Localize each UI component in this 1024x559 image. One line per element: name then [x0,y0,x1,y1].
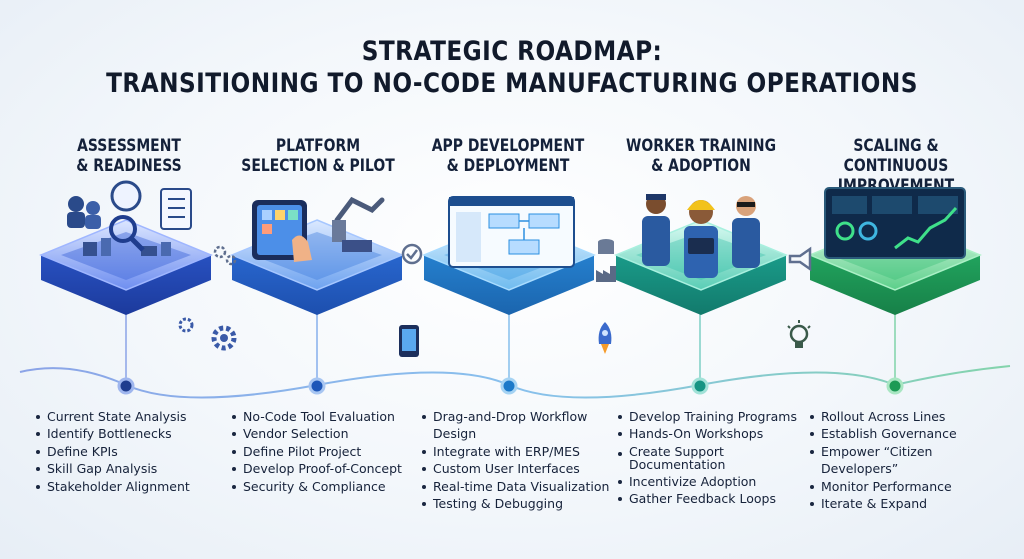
phase-2-title: PLATFORM SELECTION & PILOT [241,136,395,176]
phase-3-platform [414,180,604,380]
small-gear-icon [178,317,194,333]
list-item: Create Support Documentation [616,445,821,471]
list-item: Security & Compliance [230,478,435,495]
list-item: Identify Bottlenecks [34,425,239,442]
gear-icon [211,325,237,351]
list-item: Iterate & Expand [808,495,1013,512]
list-item: Testing & Debugging [420,495,625,512]
list-item: Stakeholder Alignment [34,478,239,495]
phase-4-platform [606,180,796,380]
list-item: Drag-and-Drop Workflow Design [420,408,625,443]
phase-4-title: WORKER TRAINING & ADOPTION [625,136,777,176]
phase-2-bullets: No-Code Tool Evaluation Vendor Selection… [230,408,435,495]
list-item: Monitor Performance [808,478,1013,495]
list-item: Establish Governance [808,425,1013,442]
list-item: Empower “Citizen Developers” [808,443,1013,478]
phase-1-bullets: Current State Analysis Identify Bottlene… [34,408,239,495]
list-item: Gather Feedback Loops [616,490,821,507]
list-item: Custom User Interfaces [420,460,625,477]
rocket-icon [598,322,612,354]
dashboard-icon [824,187,966,259]
list-item: Define KPIs [34,443,239,460]
list-item: Develop Training Programs [616,408,821,425]
phase-4-bullets: Develop Training Programs Hands-On Works… [616,408,821,508]
timeline-node-1 [117,377,135,395]
gears-icon [213,245,237,266]
tablet-pilot-icons [252,196,385,262]
phase-3-title: APP DEVELOPMENT & DEPLOYMENT [431,136,585,176]
page-subtitle: TRANSITIONING TO NO-CODE MANUFACTURING O… [106,68,918,99]
list-item: Current State Analysis [34,408,239,425]
timeline-node-4 [691,377,709,395]
list-item: Develop Proof-of-Concept [230,460,435,477]
list-item: Skill Gap Analysis [34,460,239,477]
phase-3-bullets: Drag-and-Drop Workflow Design Integrate … [420,408,625,512]
list-item: Hands-On Workshops [616,425,821,442]
list-item: Incentivize Adoption [616,473,821,490]
app-builder-screen-icon [448,196,575,268]
phase-2-platform [222,180,412,380]
database-factory-icon [596,239,616,282]
list-item: Rollout Across Lines [808,408,1013,425]
list-item: Define Pilot Project [230,443,435,460]
timeline-node-5 [886,377,904,395]
page-title: STRATEGIC ROADMAP: [361,36,663,67]
workers-icon [642,194,760,278]
phase-1-title: ASSESSMENT & READINESS [76,136,182,176]
list-item: No-Code Tool Evaluation [230,408,435,425]
timeline-node-3 [500,377,518,395]
megaphone-icon [788,246,812,272]
lightbulb-icon [787,320,811,348]
phase-1-platform [31,180,221,380]
phase-5-bullets: Rollout Across Lines Establish Governanc… [808,408,1013,512]
phase-5-platform [800,180,990,380]
list-item: Real-time Data Visualization [420,478,625,495]
list-item: Vendor Selection [230,425,435,442]
tablet-icon [399,325,419,357]
assessment-icons [67,180,192,252]
timeline-node-2 [308,377,326,395]
checkmark-icon [401,243,423,265]
list-item: Integrate with ERP/MES [420,443,625,460]
